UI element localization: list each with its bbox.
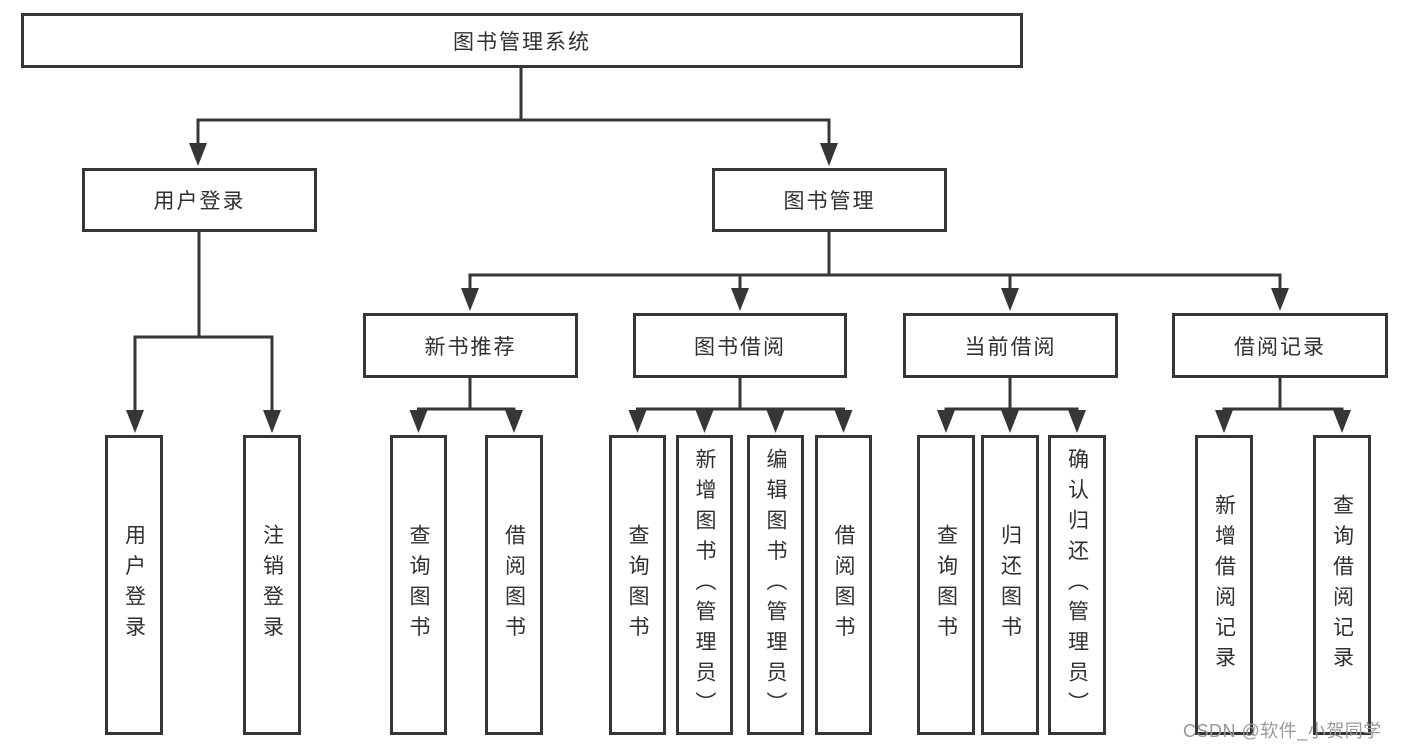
node-current-borrowing: 当前借阅 <box>903 313 1118 378</box>
leaf-query-borrow-record: 查询借阅记录 <box>1313 435 1371 735</box>
leaf-confirm-return-admin: 确认归还（管理员） <box>1048 435 1106 735</box>
node-book-management: 图书管理 <box>712 168 947 232</box>
node-label: 查询图书 <box>934 524 958 646</box>
node-label: 用户登录 <box>122 524 146 646</box>
node-label: 注销登录 <box>260 524 284 646</box>
leaf-logout: 注销登录 <box>243 435 301 735</box>
node-library-management-system: 图书管理系统 <box>21 13 1023 68</box>
leaf-query-books-recommend: 查询图书 <box>390 435 447 735</box>
node-label: 查询图书 <box>407 524 430 646</box>
node-label: 借阅记录 <box>1234 335 1326 359</box>
node-label: 图书借阅 <box>694 335 786 359</box>
leaf-user-login: 用户登录 <box>105 435 163 735</box>
node-label: 图书管理系统 <box>453 30 591 54</box>
leaf-add-borrow-record: 新增借阅记录 <box>1195 435 1253 735</box>
node-label: 查询借阅记录 <box>1330 493 1354 677</box>
node-book-borrowing: 图书借阅 <box>633 313 847 378</box>
node-user-login: 用户登录 <box>82 168 317 232</box>
leaf-borrow-books: 借阅图书 <box>815 435 872 735</box>
leaf-borrow-books-recommend: 借阅图书 <box>485 435 543 735</box>
node-label: 查询图书 <box>626 524 649 646</box>
leaf-add-books-admin: 新增图书（管理员） <box>676 435 733 735</box>
node-label: 当前借阅 <box>964 335 1057 359</box>
leaf-edit-books-admin: 编辑图书（管理员） <box>747 435 804 735</box>
node-label: 新书推荐 <box>424 335 517 359</box>
leaf-return-books: 归还图书 <box>981 435 1039 735</box>
node-label: 图书管理 <box>783 190 876 213</box>
node-label: 借阅图书 <box>832 524 855 646</box>
csdn-watermark: CSDN @软件_小贺同学 <box>1183 721 1382 741</box>
node-label: 新增借阅记录 <box>1212 493 1236 677</box>
node-label: 确认归还（管理员） <box>1065 447 1089 723</box>
leaf-query-books-current: 查询图书 <box>917 435 975 735</box>
node-new-book-recommendation: 新书推荐 <box>363 313 578 378</box>
node-label: 新增图书（管理员） <box>693 447 716 723</box>
node-label: 编辑图书（管理员） <box>764 447 787 723</box>
node-label: 用户登录 <box>153 190 246 213</box>
node-label: 借阅图书 <box>502 524 526 646</box>
node-borrowing-records: 借阅记录 <box>1172 313 1388 378</box>
leaf-query-books-borrowing: 查询图书 <box>609 435 666 735</box>
node-label: 归还图书 <box>998 524 1022 646</box>
